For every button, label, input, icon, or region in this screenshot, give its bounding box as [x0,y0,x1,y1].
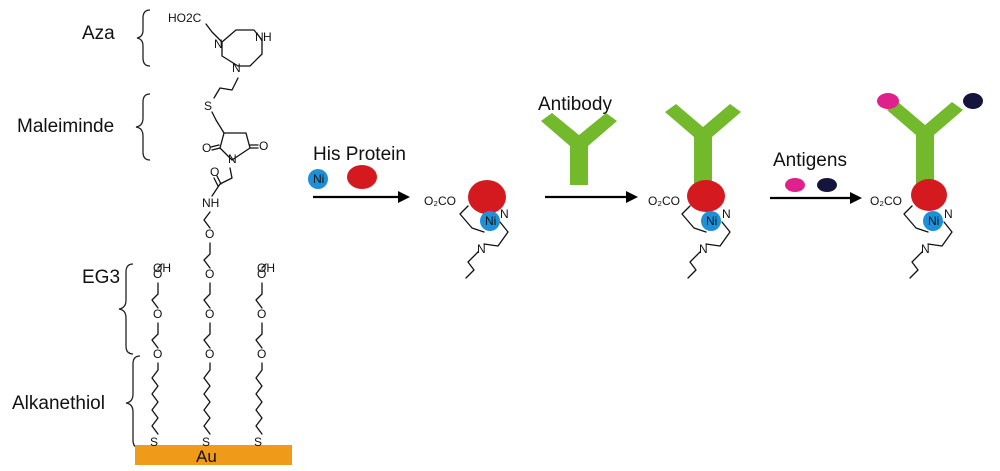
ether-o: O [257,307,266,321]
alkanethiol-section: Alkanethiol [12,355,141,449]
antibody-icon [541,113,617,185]
maleimide-o: O [259,139,268,153]
ether-o: O [153,347,162,361]
aza-label: Aza [82,23,115,44]
eg3-brace [118,263,134,355]
ho2c-group: HO2C [168,11,202,25]
ether-o: O [205,227,214,241]
nickel-ion-icon [701,211,721,231]
central-chain: S O O O O NH O O O N S HO2C N N N H [168,11,272,449]
ni-label: Ni [928,214,939,228]
his-protein-label: His Protein [313,144,406,165]
gold-surface: Au [135,445,292,466]
complex-1: O₂CO N N Ni [424,180,509,279]
his-protein-icon [347,165,377,189]
thioether-s: S [204,99,212,113]
hydroxyl-oh: OH [257,261,275,275]
step-antigens: Antigens [770,150,862,204]
aza-n: N [477,242,486,256]
side-chain-right: S O O O OH [254,261,275,449]
antigens-label: Antigens [773,150,847,171]
alkanethiol-brace [125,355,141,449]
maleimide-section: Maleiminde [17,93,151,161]
antibody-label: Antibody [538,94,612,115]
ether-o: O [153,307,162,321]
gold-substrate [135,445,292,465]
ether-o: O [257,267,266,281]
arrow-head-icon [850,192,862,204]
antigen-magenta-icon [785,178,805,192]
his-protein-bound [911,179,947,211]
aza-nh-n: N [255,30,264,44]
o2co-label: O₂CO [424,194,456,208]
maleimide-n: N [228,152,237,166]
amide-nh: NH [202,196,219,210]
maleimide-o: O [202,141,211,155]
complex-2: O₂CO N N Ni [648,104,741,279]
eg3-label: EG3 [82,267,120,288]
side-chain-left: S O O O OH [150,261,171,449]
ether-o: O [205,347,214,361]
antigen-navy-icon [817,178,837,192]
antigen-magenta-bound [877,93,899,109]
gold-label: Au [196,447,217,466]
nickel-ion-icon [923,211,943,231]
maleimide-brace [135,93,151,161]
thiol-s: S [150,435,158,449]
aza-n: N [944,207,953,221]
his-protein-bound [687,180,725,212]
thiol-s: S [254,435,262,449]
ether-o: O [205,307,214,321]
step-antibody: Antibody [538,94,638,203]
his-protein-bound [468,180,506,214]
thiol-s: S [202,435,210,449]
ether-o: O [205,267,214,281]
ni-label: Ni [313,172,324,186]
aza-n: N [921,242,930,256]
hydroxyl-oh: OH [153,261,171,275]
alkanethiol-label: Alkanethiol [12,393,105,414]
amide-o: O [210,165,219,179]
antibody-bound [887,102,963,185]
aza-n: N [722,207,731,221]
ni-label: Ni [706,214,717,228]
antibody-bound [665,104,741,186]
o2co-label: O₂CO [648,194,680,208]
aza-brace [136,9,151,67]
maleimide-label: Maleiminde [17,116,114,137]
aza-nh-h: H [263,30,272,44]
ni-label: Ni [485,214,496,228]
aza-n: N [699,242,708,256]
eg3-section: EG3 [82,263,134,355]
arrow-head-icon [398,191,410,203]
aza-section: Aza [82,9,151,67]
o2co-label: O₂CO [870,194,902,208]
aza-n: N [214,37,223,51]
aza-n: N [232,61,241,75]
nickel-ion-icon [308,169,328,189]
complex-3: O₂CO N N Ni [870,93,983,279]
aza-n: N [500,207,509,221]
antigen-navy-bound [963,93,983,109]
ether-o: O [153,267,162,281]
arrow-head-icon [626,191,638,203]
ether-o: O [257,347,266,361]
step-his-protein: His Protein Ni [308,144,410,203]
nickel-ion-icon [480,211,500,231]
